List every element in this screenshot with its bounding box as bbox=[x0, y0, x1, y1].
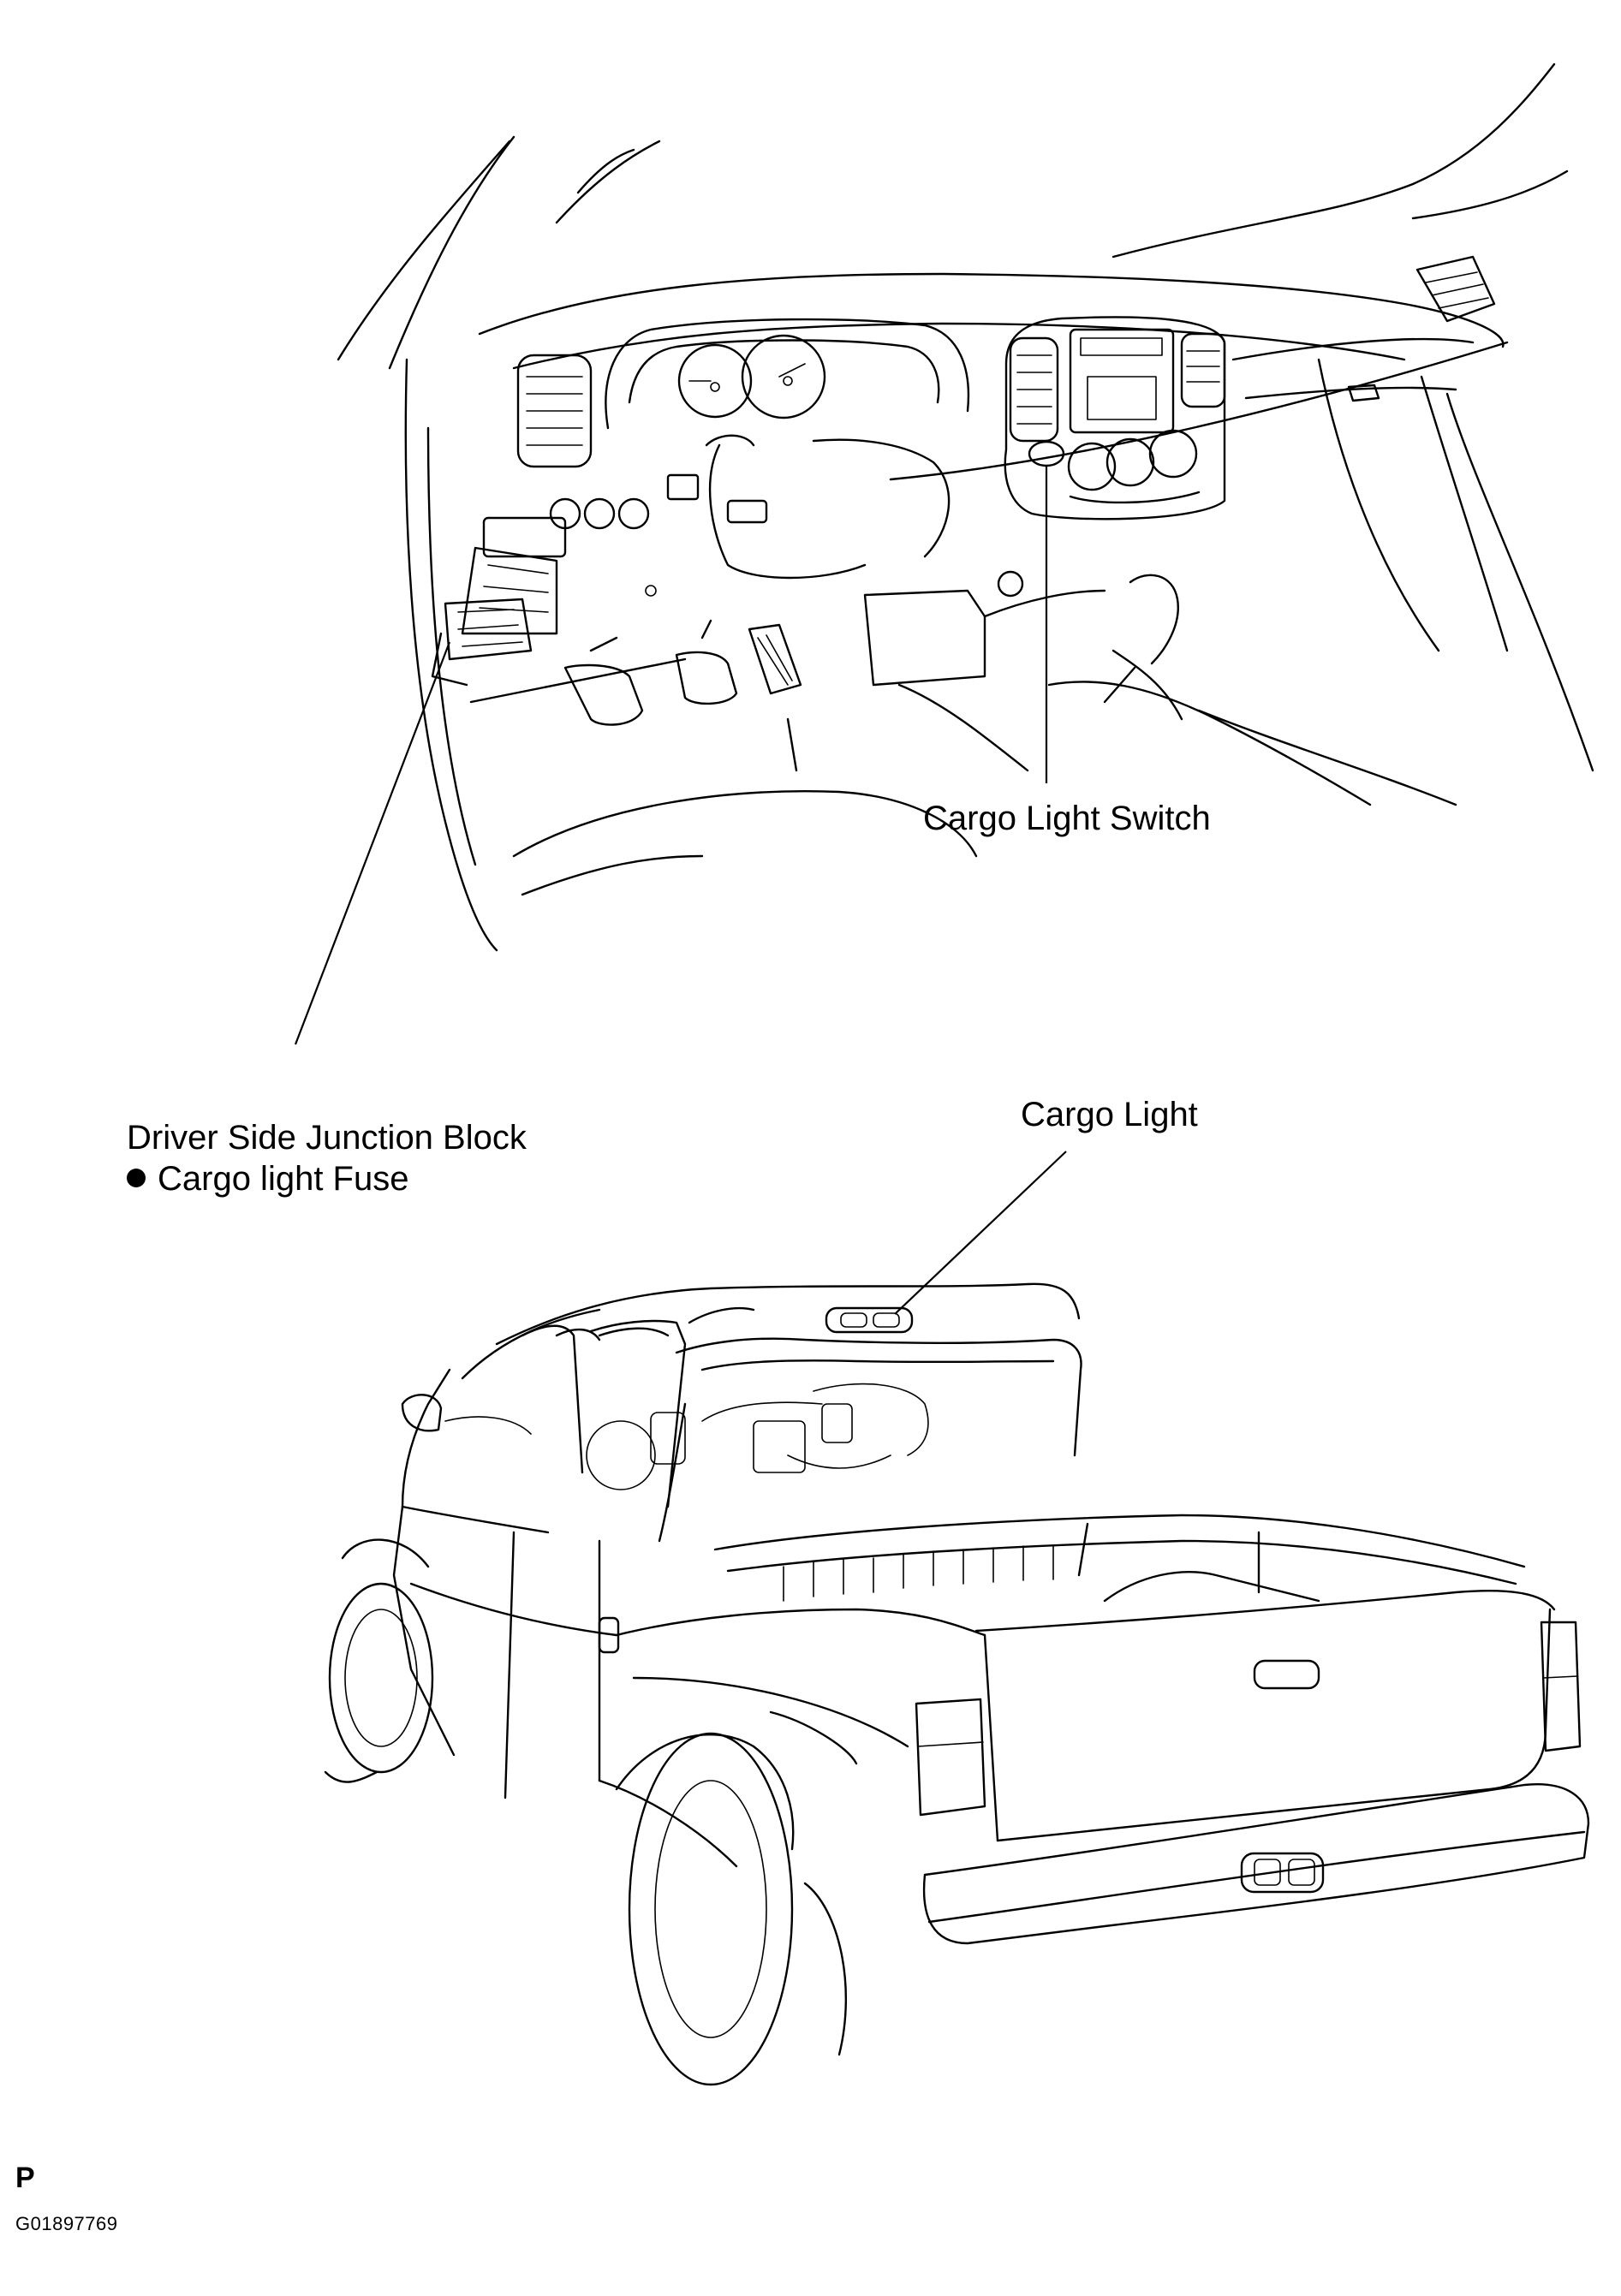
bullet-icon bbox=[127, 1169, 146, 1187]
cargo-light-lamp bbox=[825, 1306, 914, 1334]
label-cargo-light-switch: Cargo Light Switch bbox=[923, 800, 1211, 837]
label-cargo-light-fuse: Cargo light Fuse bbox=[158, 1160, 409, 1198]
figure-id: G01897769 bbox=[15, 2213, 118, 2234]
label-driver-side-junction-block: Driver Side Junction Block bbox=[127, 1119, 527, 1157]
driver-side-junction-block bbox=[431, 516, 567, 687]
pickup-truck-illustration bbox=[324, 1282, 1590, 2086]
label-cargo-light: Cargo Light bbox=[1021, 1096, 1198, 1133]
cargo-light-switch-button bbox=[1028, 440, 1065, 467]
junction-block-leader bbox=[294, 641, 451, 1045]
cargo-light-leader bbox=[894, 1151, 1067, 1315]
view-letter: P bbox=[15, 2162, 35, 2194]
label-cargo-light-fuse-item: Cargo light Fuse bbox=[127, 1158, 408, 1199]
